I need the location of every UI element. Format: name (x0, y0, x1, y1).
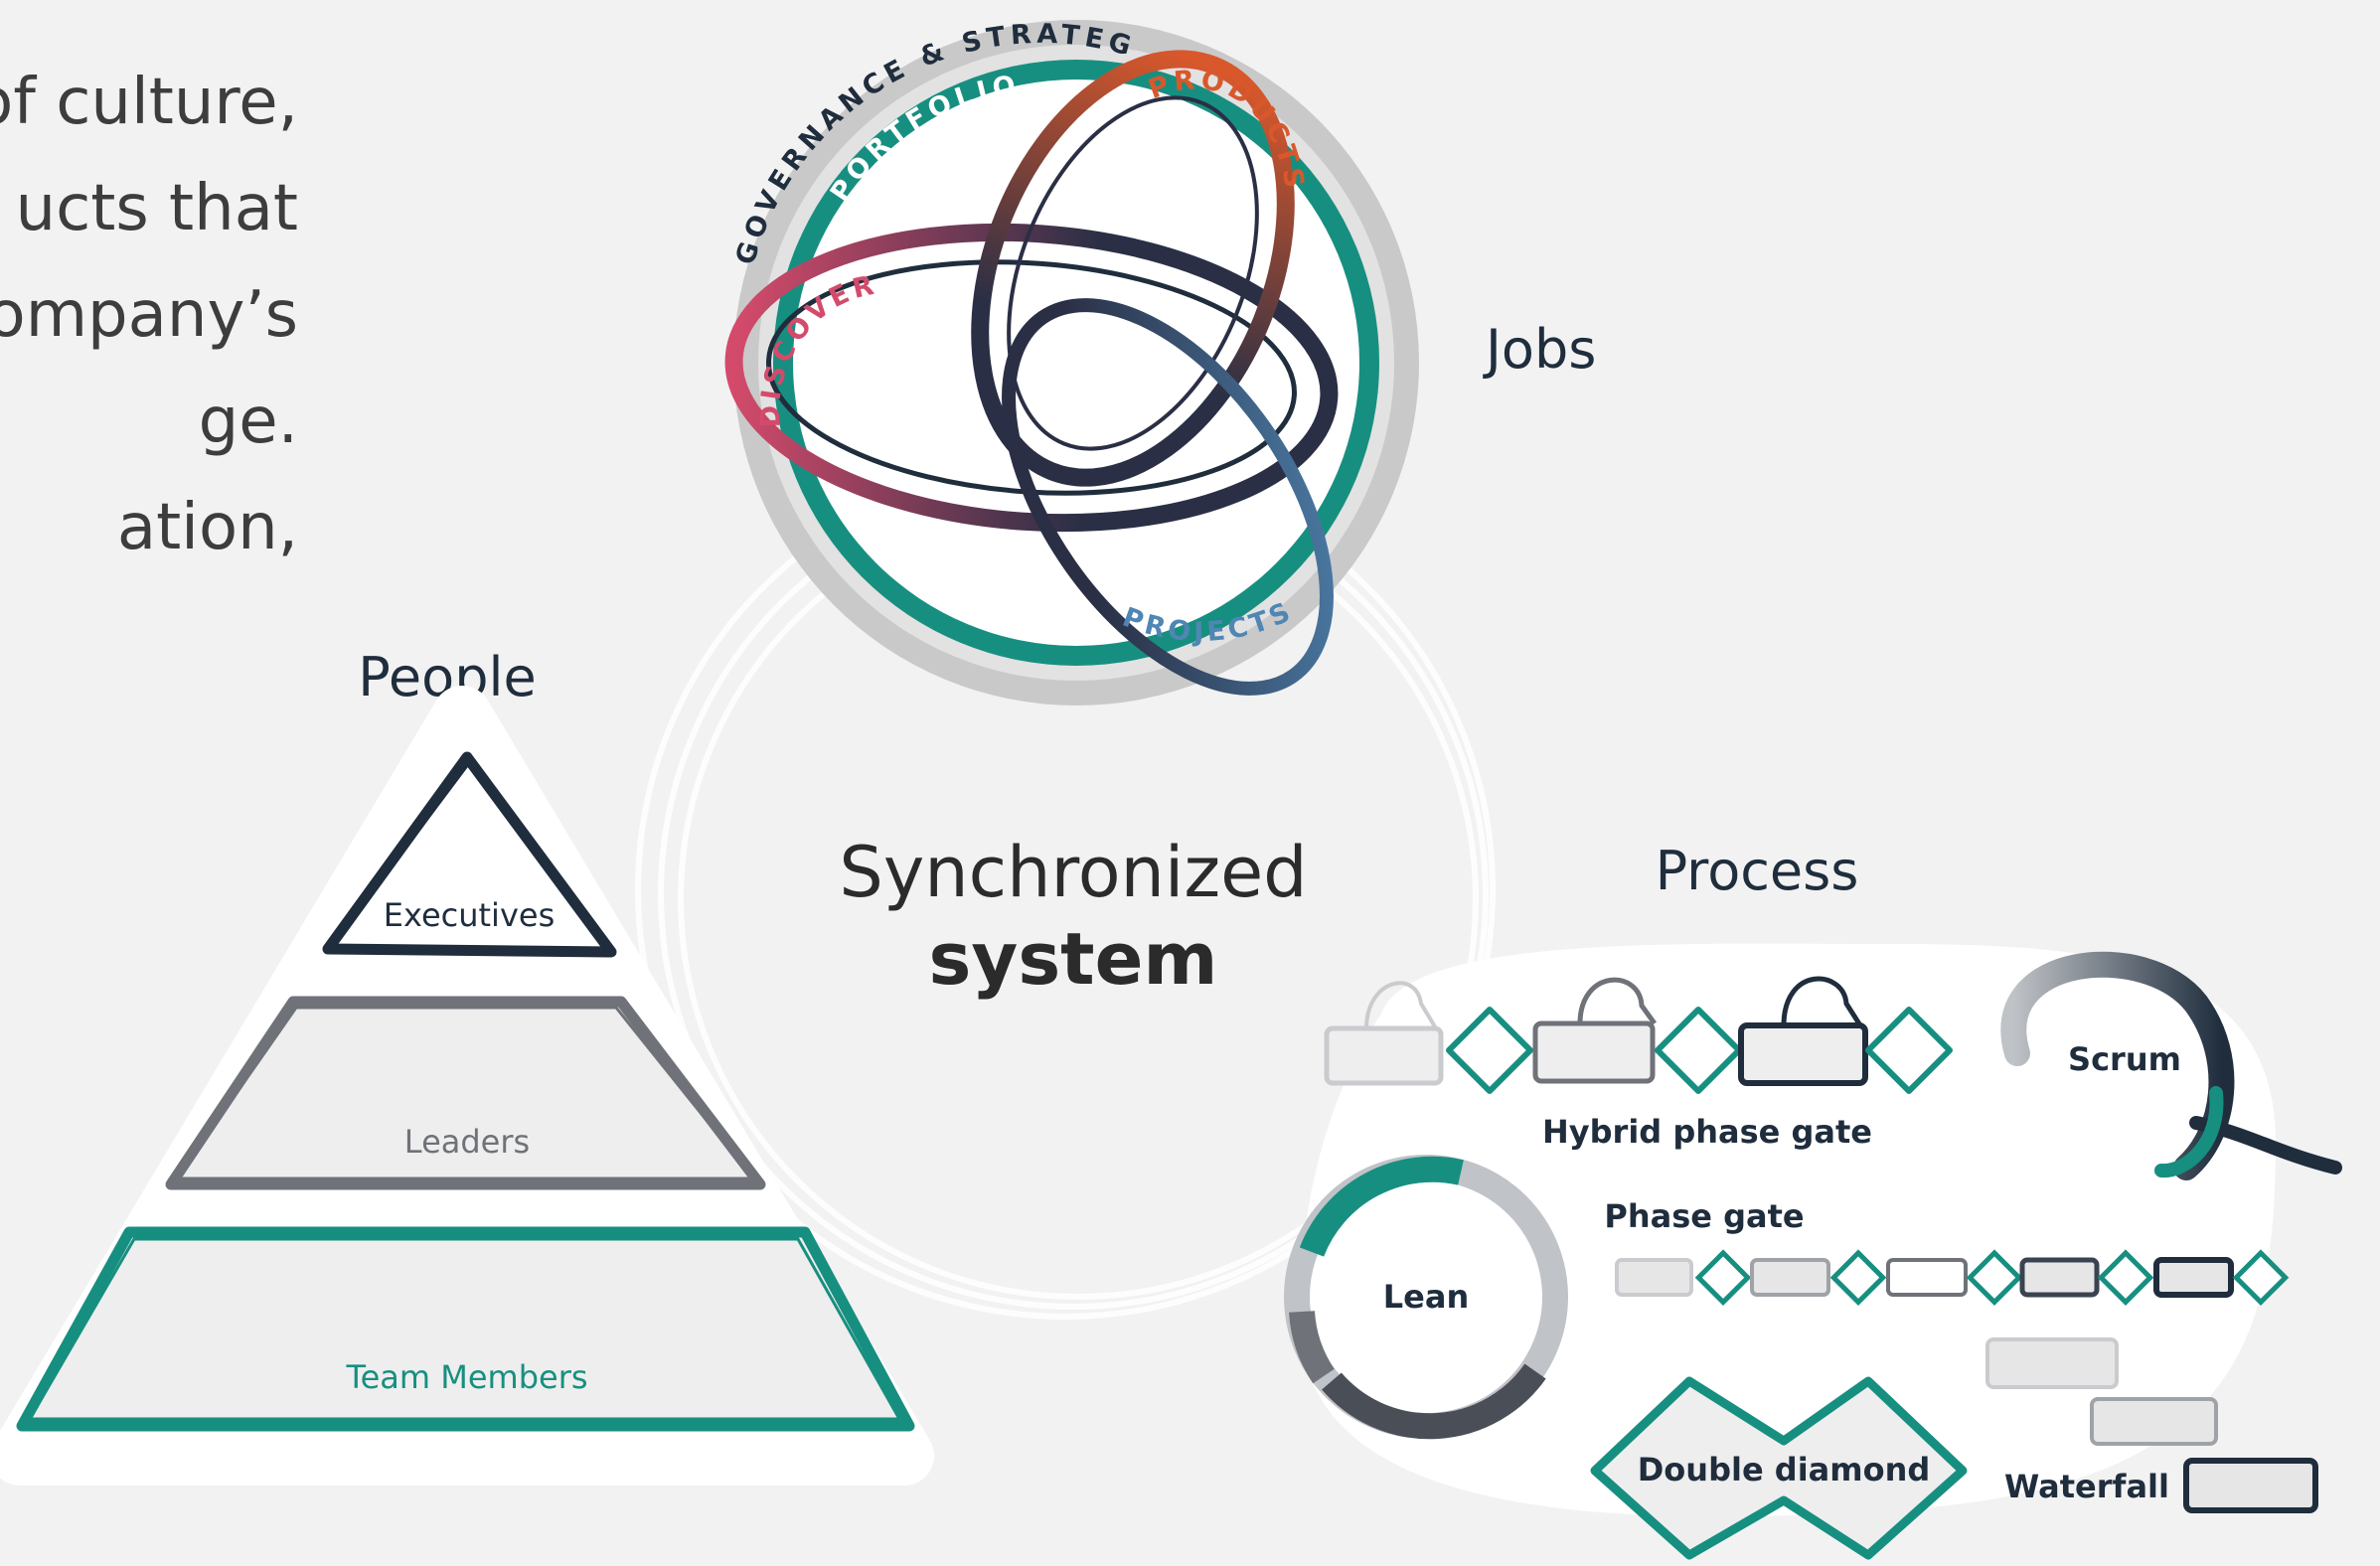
phase-gate-sequence (1615, 1249, 2290, 1306)
intro-line: ge. (198, 385, 298, 458)
intro-line: of culture, (0, 66, 298, 139)
projects-ring (1002, 298, 1334, 696)
team-members-tier (16, 1226, 915, 1432)
people-pyramid (0, 686, 934, 1486)
lean-cycle (1284, 1155, 1568, 1440)
hybrid-phase-gate (1324, 976, 1954, 1095)
double-diamond-shape (1590, 1376, 1968, 1560)
hybrid-phase-gate-label: Hybrid phase gate (1542, 1113, 1872, 1151)
process-title: Process (1656, 840, 1859, 902)
scrum-diagram (1922, 951, 2342, 1180)
scrum-label: Scrum (2068, 1040, 2181, 1078)
team-members-label: Team Members (345, 1358, 587, 1396)
intro-text: of culture, ucts that ompany’s ge. ation… (0, 50, 298, 581)
waterfall-steps (1985, 1337, 2318, 1513)
intro-line: ation, (116, 491, 298, 564)
discovery-ring (724, 223, 1339, 533)
double-diamond-label: Double diamond (1638, 1451, 1931, 1488)
intro-line: ucts that (15, 172, 299, 245)
executives-label: Executives (384, 896, 555, 934)
waterfall-label: Waterfall (2004, 1468, 2169, 1505)
lean-label: Lean (1383, 1278, 1469, 1316)
leaders-tier (165, 996, 766, 1190)
phase-gate-label: Phase gate (1604, 1197, 1804, 1235)
products-ring (971, 50, 1295, 487)
intro-line: ompany’s (0, 278, 298, 352)
jobs-title: Jobs (1483, 318, 1596, 381)
center-title-line2: system (929, 917, 1218, 1001)
center-title-line1: Synchronized (839, 832, 1307, 913)
leaders-label: Leaders (404, 1123, 530, 1161)
jobs-cluster: GOVERNANCE & STRATEGY PORTFOLIO PRODUCTS… (0, 0, 1419, 705)
